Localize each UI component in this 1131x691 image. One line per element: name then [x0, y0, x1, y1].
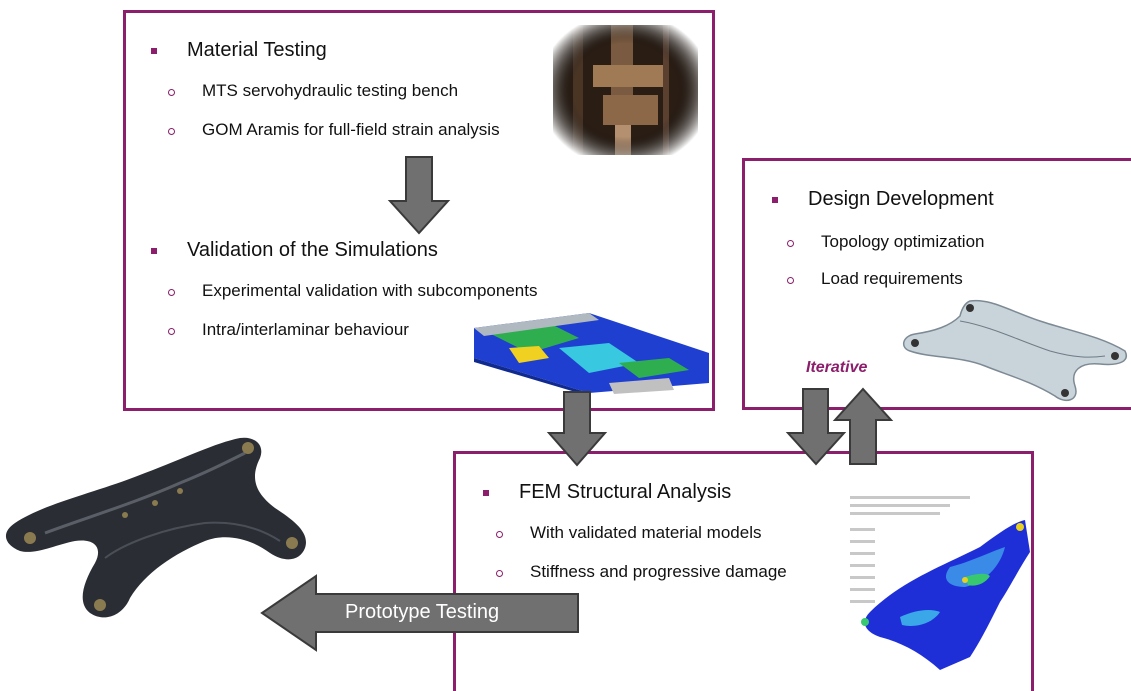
- bullet-circle-icon: [496, 531, 503, 538]
- testing-bench-photo: [553, 25, 698, 155]
- material-testing-item-1: MTS servohydraulic testing bench: [168, 81, 458, 101]
- bullet-square-icon: [772, 197, 778, 203]
- topology-bracket-image: [903, 299, 1127, 402]
- bullet-square-icon: [151, 248, 157, 254]
- down-arrow-icon: [387, 156, 451, 235]
- iterative-down-arrow-icon: [785, 388, 847, 466]
- material-testing-title: Material Testing: [151, 39, 327, 62]
- prototype-testing-arrow-icon: [260, 574, 579, 652]
- iterative-up-arrow-icon: [832, 387, 894, 465]
- bullet-circle-icon: [787, 240, 794, 247]
- material-testing-item-2: GOM Aramis for full-field strain analysi…: [168, 120, 500, 140]
- bullet-circle-icon: [168, 128, 175, 135]
- design-item-2: Load requirements: [787, 269, 963, 289]
- design-development-box: Design Development Topology optimization…: [742, 158, 1131, 410]
- bullet-square-icon: [151, 48, 157, 54]
- fem-analysis-title: FEM Structural Analysis: [483, 481, 731, 504]
- bullet-circle-icon: [168, 89, 175, 96]
- design-item-1: Topology optimization: [787, 232, 984, 252]
- down-arrow-to-fem-icon: [546, 391, 608, 467]
- bullet-circle-icon: [496, 570, 503, 577]
- validation-item-2: Intra/interlaminar behaviour: [168, 320, 409, 340]
- design-development-title: Design Development: [772, 188, 994, 211]
- bullet-circle-icon: [787, 277, 794, 284]
- material-testing-box: Material Testing MTS servohydraulic test…: [123, 10, 715, 411]
- validation-title: Validation of the Simulations: [151, 239, 438, 262]
- carbon-bracket-photo: [5, 437, 306, 618]
- bullet-circle-icon: [168, 328, 175, 335]
- validation-item-1: Experimental validation with subcomponen…: [168, 281, 537, 301]
- bullet-circle-icon: [168, 289, 175, 296]
- iterative-label: Iterative: [806, 359, 868, 376]
- fem-beam-image: [474, 313, 709, 396]
- bullet-square-icon: [483, 490, 489, 496]
- fem-item-2: Stiffness and progressive damage: [496, 562, 787, 582]
- prototype-testing-label: Prototype Testing: [345, 601, 500, 623]
- fem-item-1: With validated material models: [496, 523, 761, 543]
- fem-contour-image: [840, 492, 1030, 670]
